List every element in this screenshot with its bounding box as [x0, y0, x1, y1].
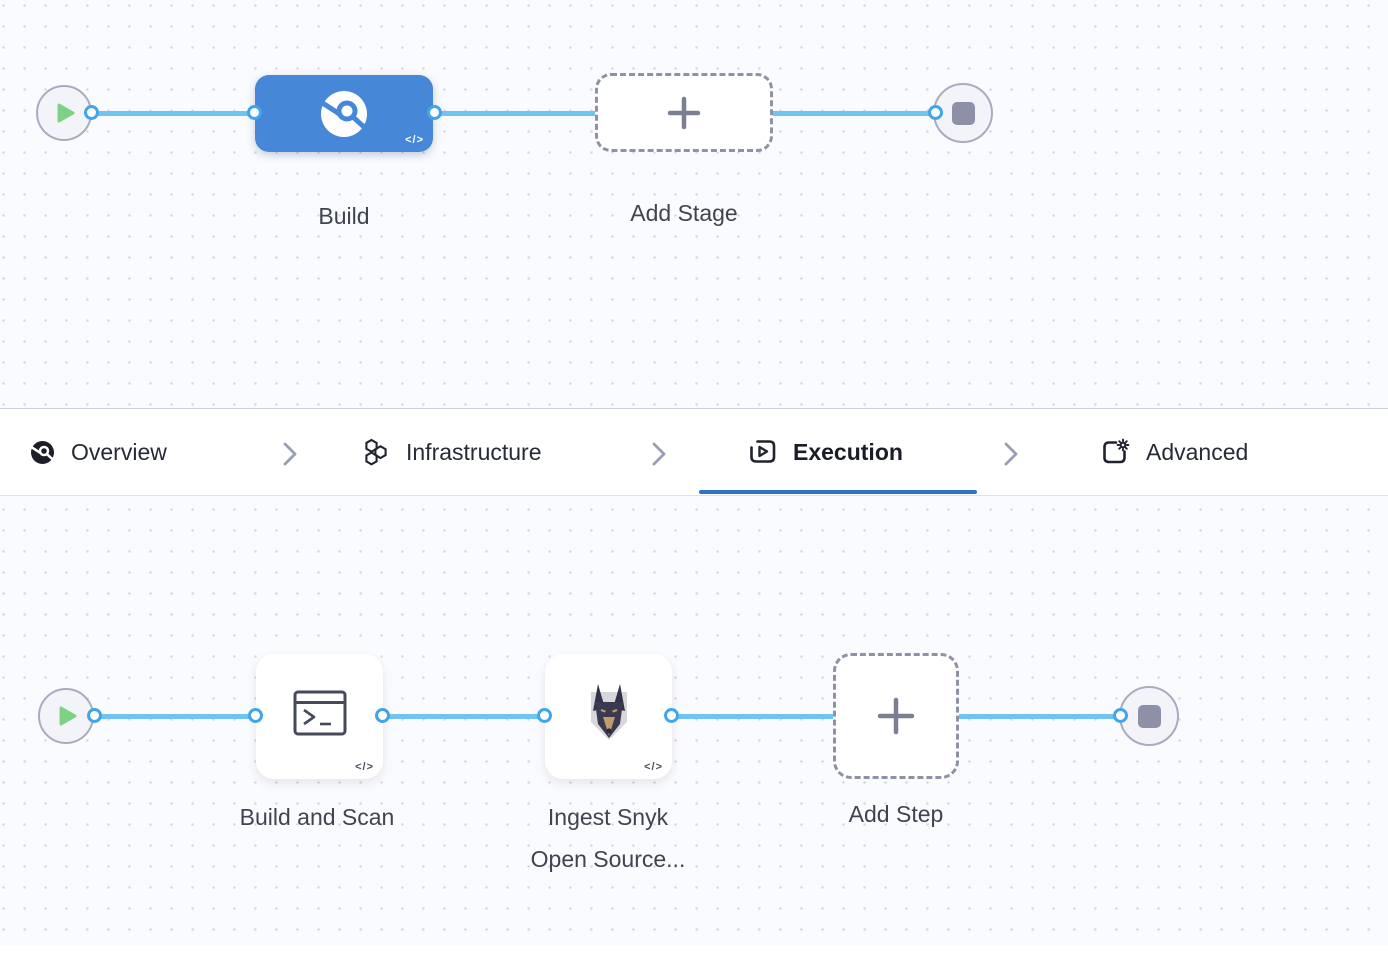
step-label-build-and-scan: Build and Scan — [239, 804, 395, 830]
terminal-window-icon — [293, 690, 346, 735]
step-node-build-and-scan[interactable]: </> — [256, 654, 383, 779]
step-label-line1: Ingest Snyk — [547, 804, 669, 830]
step-label-line2: Open Source... — [530, 846, 686, 872]
connector-step1-out[interactable] — [375, 708, 390, 723]
plus-icon — [667, 96, 701, 129]
stage-label: Build — [318, 203, 370, 229]
stage-code-badge: </> — [405, 134, 424, 146]
hexagons-icon — [365, 438, 387, 466]
tab-infrastructure-label: Infrastructure — [406, 438, 542, 465]
tab-overview[interactable]: Overview — [30, 409, 167, 495]
play-triangle-icon — [57, 103, 75, 123]
stage-node-build[interactable]: </> — [255, 75, 433, 152]
connector-step2-in[interactable] — [537, 708, 552, 723]
connector-step2-out[interactable] — [664, 708, 679, 723]
connector-exec-start-out[interactable] — [87, 708, 102, 723]
connector-exec-end-in[interactable] — [1113, 708, 1128, 723]
plus-icon — [877, 697, 915, 735]
stage-config-tab-bar: Overview Infrastructure Execution — [0, 408, 1388, 496]
square-gear-icon — [1103, 438, 1130, 463]
connector-stage-in[interactable] — [247, 105, 262, 120]
chevron-right-icon — [283, 442, 297, 466]
ci-disc-icon — [30, 440, 54, 464]
step-label-ingest-snyk: Ingest Snyk Open Source... — [498, 796, 718, 880]
connector-step1-in[interactable] — [248, 708, 263, 723]
stop-square-icon — [951, 101, 975, 125]
bottom-panel-edge — [0, 945, 1388, 954]
tab-overview-label: Overview — [71, 438, 167, 465]
add-stage-button[interactable] — [595, 73, 773, 152]
pipeline-end-node — [933, 83, 993, 143]
play-triangle-icon — [59, 706, 77, 726]
add-step-label: Add Step — [848, 801, 944, 827]
execution-end-node — [1119, 686, 1179, 746]
step-code-badge: </> — [355, 761, 374, 773]
tab-execution-label: Execution — [793, 438, 903, 465]
stage-edge-line — [92, 111, 937, 116]
stop-square-icon — [1137, 704, 1161, 728]
active-tab-underline — [699, 490, 977, 494]
tab-advanced[interactable]: Advanced — [1100, 409, 1248, 495]
chevron-right-icon — [1004, 442, 1018, 466]
connector-start-out[interactable] — [84, 105, 99, 120]
chevron-right-icon — [652, 442, 666, 466]
add-step-button[interactable] — [833, 653, 959, 779]
step-node-ingest-snyk[interactable]: </> — [545, 654, 672, 779]
connector-stage-out[interactable] — [427, 105, 442, 120]
play-square-icon — [750, 440, 776, 463]
tab-advanced-label: Advanced — [1146, 438, 1249, 465]
execution-start-node — [38, 688, 94, 744]
step-code-badge: </> — [644, 761, 663, 773]
pipeline-start-node — [36, 85, 92, 141]
snyk-doberman-logo-icon — [590, 683, 627, 740]
ci-scan-disc-icon — [319, 90, 367, 137]
tab-execution[interactable]: Execution — [748, 409, 903, 495]
add-stage-label: Add Stage — [630, 200, 738, 226]
tab-infrastructure[interactable]: Infrastructure — [361, 409, 542, 495]
connector-end-in[interactable] — [928, 105, 943, 120]
